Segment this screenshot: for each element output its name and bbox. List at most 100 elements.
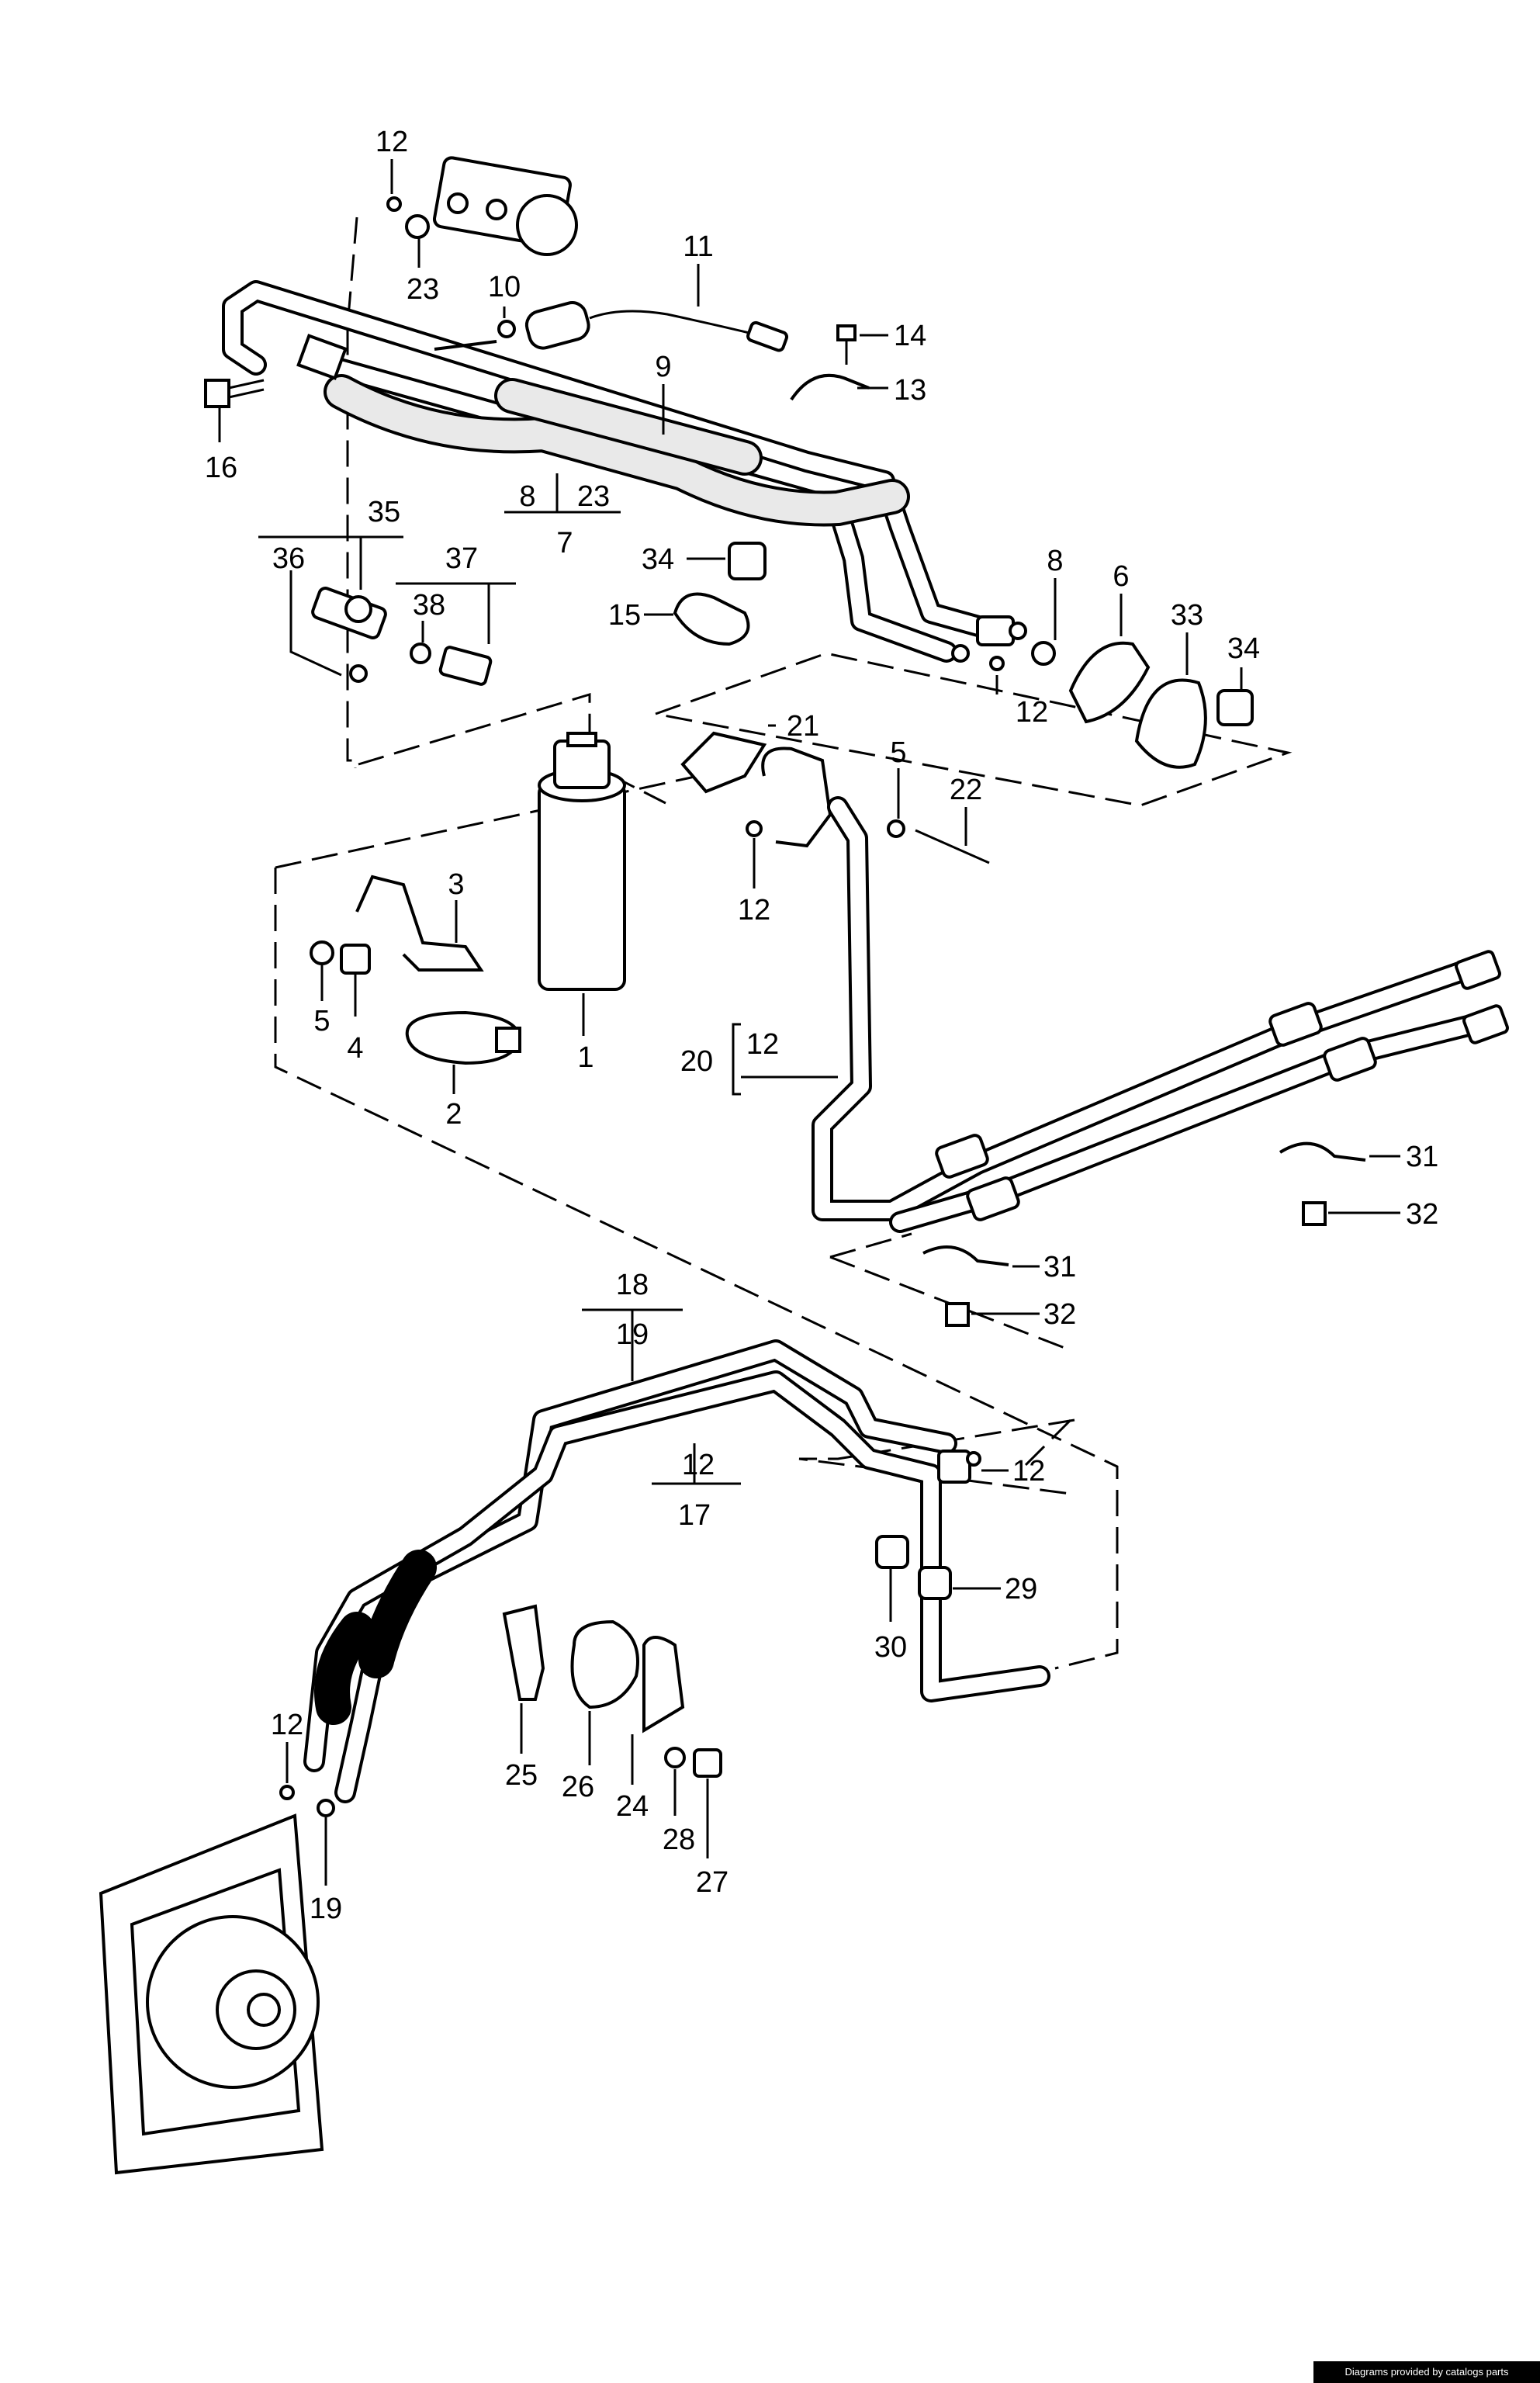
callout-8-hose: 8 (519, 480, 535, 513)
hose-block-fitting (296, 334, 348, 380)
fitting-30 (875, 1535, 909, 1569)
compressor-connection (989, 641, 1254, 769)
callout-27: 27 (696, 1866, 728, 1899)
callout-34-right: 34 (1227, 632, 1260, 665)
expansion-valve-dome (516, 194, 578, 256)
service-valve-washer (349, 664, 368, 683)
pressure-switch (434, 301, 789, 352)
footer-credit: Diagrams provided by catalogs parts (1313, 2361, 1540, 2383)
o-ring-12-right (989, 656, 1005, 671)
callout-26: 26 (562, 1771, 594, 1803)
callout-32-right: 32 (1406, 1198, 1438, 1231)
nut-4 (340, 944, 371, 975)
callout-35: 35 (368, 496, 400, 528)
callout-22: 22 (950, 774, 982, 806)
pressure-switch-body (524, 301, 590, 350)
bracket-21 (680, 731, 767, 794)
receiver-drier (538, 732, 626, 991)
callout-7: 7 (556, 527, 573, 559)
leader-c9-c10 (504, 473, 621, 514)
o-ring-19-fan (317, 1799, 335, 1817)
callout-23-hose: 23 (577, 480, 610, 513)
callout-12-fan: 12 (271, 1709, 303, 1741)
receiver-bracket (310, 875, 522, 1065)
fan-hub (247, 1993, 281, 2027)
frame-service-valve (358, 692, 666, 805)
o-ring-23-top (405, 214, 430, 239)
hose-end-nipple (1009, 622, 1027, 640)
receiver-drier-cap (566, 732, 597, 747)
frame-receiver-top (275, 774, 700, 869)
callout-1: 1 (577, 1041, 594, 1074)
callout-37: 37 (445, 542, 478, 575)
callout-12-lower-right: 12 (1012, 1455, 1045, 1488)
clip-31-left (922, 1245, 1009, 1266)
hose-lower-a (314, 1612, 375, 1725)
tube-20-sleeve-d (1323, 1037, 1377, 1082)
callout-30: 30 (874, 1631, 907, 1664)
callout-28: 28 (663, 1824, 695, 1856)
hose-end-fitting (976, 615, 1015, 646)
callout-31-left: 31 (1043, 1251, 1076, 1283)
callout-38: 38 (413, 589, 445, 622)
washer-5-right (887, 819, 905, 838)
leader-c14 (396, 582, 516, 644)
leader-lines (218, 159, 1400, 1886)
callout-20: 20 (680, 1045, 713, 1078)
condenser-fan-assembly (99, 1785, 335, 2175)
service-valve-37 (438, 646, 493, 686)
callout-13: 13 (894, 374, 926, 407)
callout-17: 17 (678, 1499, 711, 1532)
flange-6 (1068, 641, 1151, 724)
frame-lower-tubes-b (1023, 1418, 1072, 1468)
switch-port (434, 340, 497, 351)
callout-24: 24 (616, 1790, 649, 1823)
callout-14: 14 (894, 320, 926, 352)
screw-32-left (945, 1302, 970, 1327)
caps (673, 542, 767, 646)
callout-34-cap: 34 (642, 543, 674, 576)
o-ring-12-fan (279, 1785, 295, 1800)
callout-36: 36 (272, 542, 305, 575)
expansion-valve-port-b (486, 199, 507, 220)
callout-32-left: 32 (1043, 1298, 1076, 1331)
callout-23-expansion-valve: 23 (407, 273, 439, 306)
callout-12-expansion-valve: 12 (375, 126, 408, 158)
tube-20-end-a (1455, 950, 1501, 990)
tube-20-sleeve-a (935, 1134, 989, 1179)
evaporator-hose-assembly (222, 280, 1027, 663)
leader-c38-c39 (582, 1308, 683, 1381)
bolt-16-shank (228, 379, 265, 399)
callout-5-right: 5 (890, 736, 906, 769)
clip-13 (790, 373, 870, 401)
expansion-valve (432, 156, 578, 256)
callout-3: 3 (448, 868, 464, 901)
bolt-16 (204, 379, 265, 408)
nut-34-right (1216, 689, 1254, 726)
receiver-drier-body (538, 782, 626, 991)
leader-c12 (258, 535, 403, 590)
o-ring-10 (497, 320, 516, 338)
callout-12-tube: 12 (746, 1028, 779, 1061)
callout-2: 2 (445, 1098, 462, 1131)
callout-12-right: 12 (1016, 696, 1048, 729)
bracket-3 (355, 875, 484, 972)
block-26 (570, 1619, 639, 1709)
callout-4: 4 (347, 1032, 363, 1065)
bolt-22 (915, 829, 990, 864)
nut-lower-fitting (937, 1450, 971, 1484)
o-ring-12-top (386, 196, 402, 212)
seal-38 (410, 643, 431, 664)
condenser-tubes (812, 796, 1509, 1233)
callout-21: 21 (787, 710, 819, 743)
clamp-2-screw (495, 1027, 521, 1053)
frame-expansion-valve (346, 216, 358, 768)
receiver-fittings (680, 731, 990, 864)
callout-12-lower: 12 (682, 1449, 715, 1481)
leader-c32 (732, 1023, 838, 1096)
callout-31-right: 31 (1406, 1141, 1438, 1173)
washer-28 (664, 1747, 686, 1768)
callout-8-right: 8 (1047, 545, 1063, 577)
callout-15: 15 (608, 599, 641, 632)
